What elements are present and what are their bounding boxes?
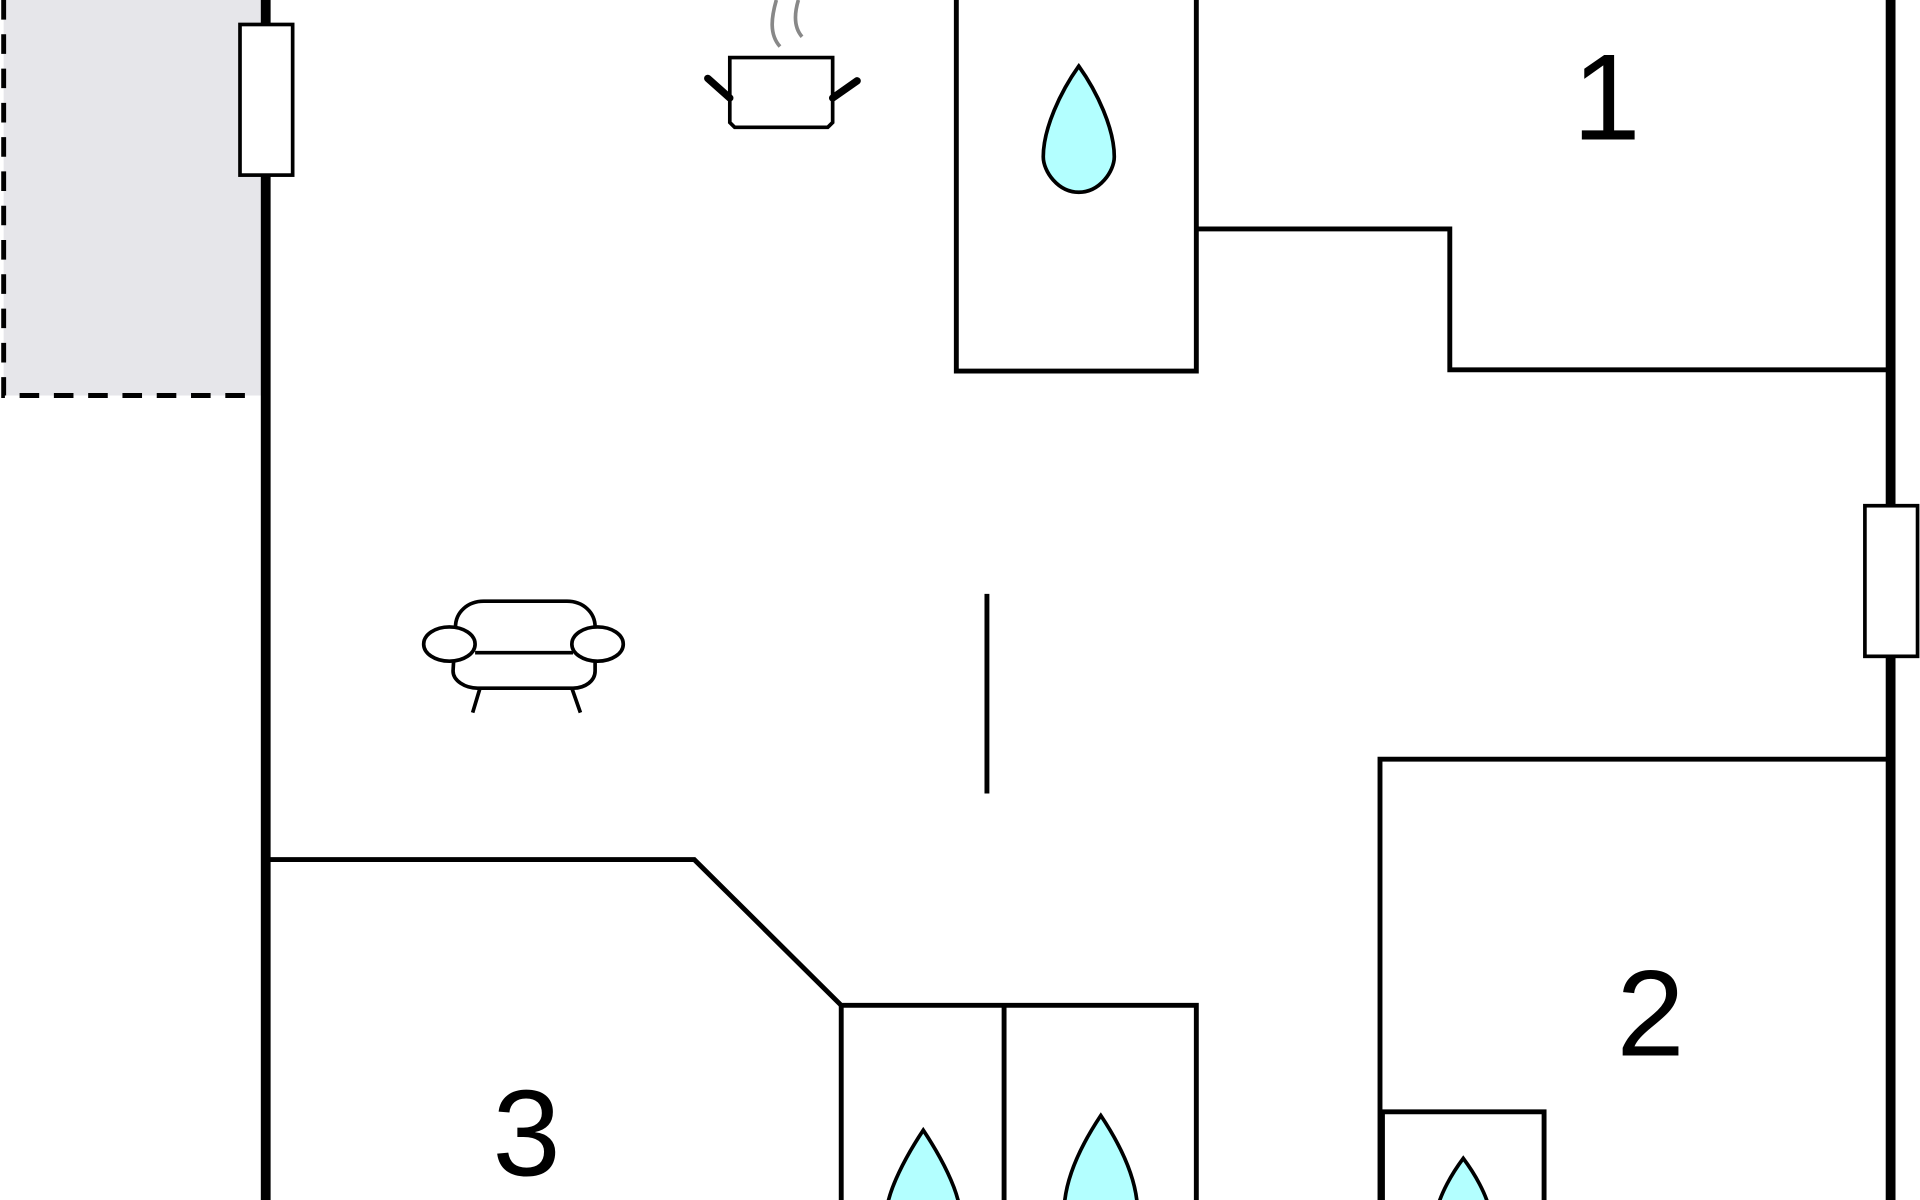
water-drops	[886, 62, 1489, 1200]
interior-walls	[265, 0, 1891, 1200]
window-right	[1863, 503, 1920, 659]
sofa-icon	[421, 599, 626, 714]
water-drop-icon	[1437, 1155, 1489, 1200]
terrace-area	[1, 0, 264, 398]
room-number-3: 3	[492, 1065, 560, 1200]
window-left	[238, 22, 295, 177]
room-number-2: 2	[1617, 945, 1685, 1082]
room-number-1: 1	[1572, 29, 1640, 166]
water-drop-icon	[1041, 62, 1117, 195]
kitchen-pot-icon	[704, 0, 861, 130]
water-drop-icon	[886, 1126, 960, 1200]
windows	[238, 22, 1920, 659]
water-drop-icon	[1063, 1112, 1139, 1200]
